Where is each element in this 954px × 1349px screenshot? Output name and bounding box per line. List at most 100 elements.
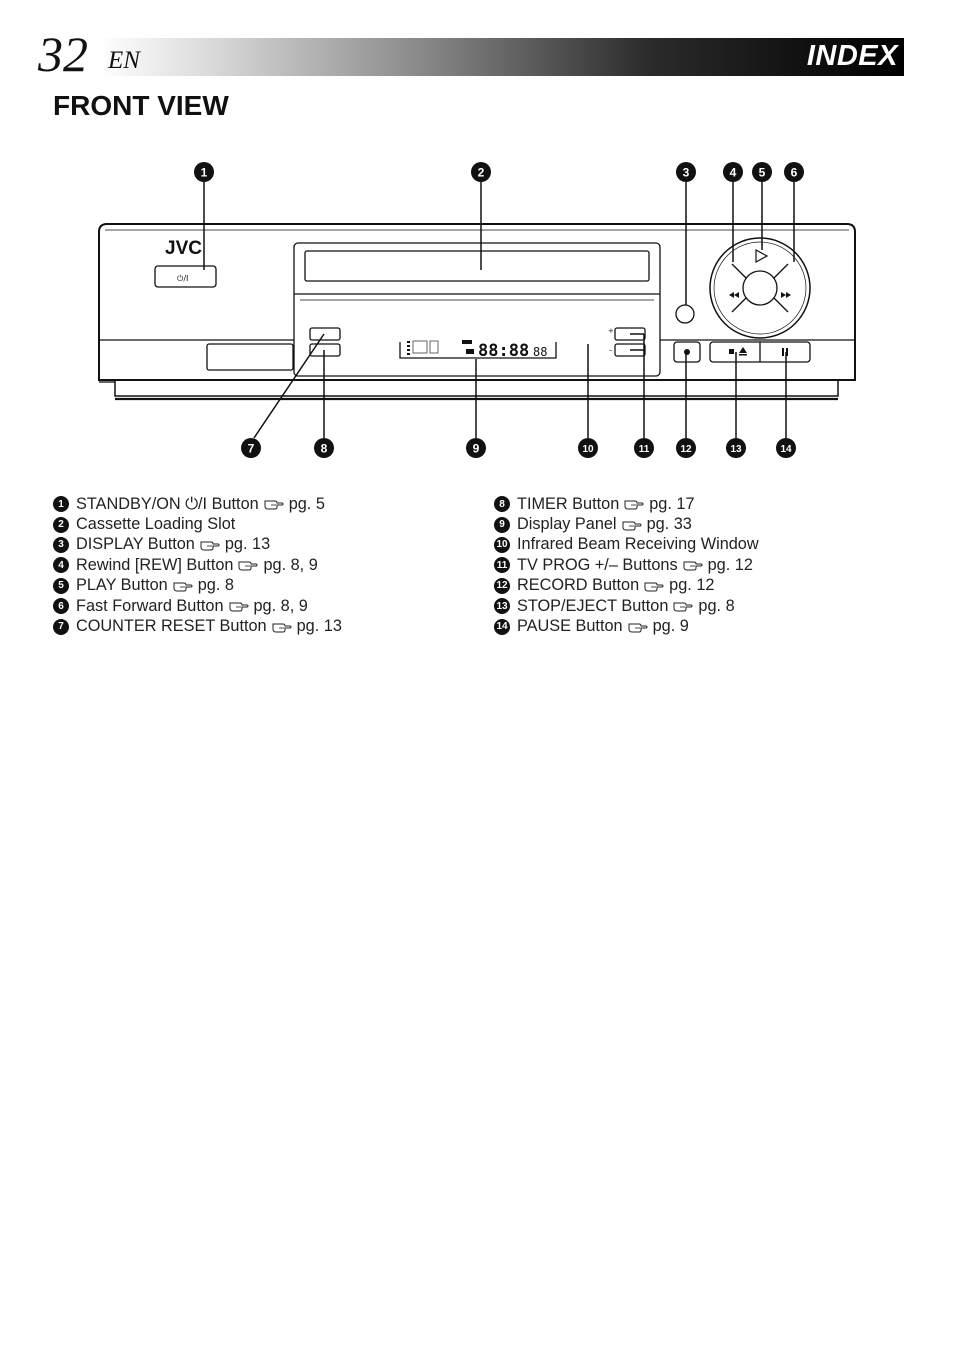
legend-item: 1 STANDBY/ON ⏻/I Button pg. 5 (53, 494, 342, 514)
page-reference: pg. 17 (649, 494, 695, 513)
legend-number-badge: 12 (494, 577, 510, 594)
svg-text:12: 12 (680, 444, 692, 455)
svg-text:2: 2 (478, 166, 485, 180)
legend-text: PAUSE Button (517, 617, 623, 636)
section-title: INDEX (806, 40, 898, 72)
callout-10: 10 (578, 438, 598, 458)
callout-9: 9 (466, 438, 486, 458)
legend-text: Fast Forward Button (76, 596, 224, 615)
legend-item: 12 RECORD Button pg. 12 (494, 576, 764, 596)
page-language: EN (108, 47, 140, 74)
brand-logo: JVC (165, 238, 202, 259)
pointing-hand-icon (628, 621, 648, 633)
callout-14: 14 (776, 438, 796, 458)
legend-number-badge: 6 (53, 598, 69, 615)
svg-text:7: 7 (248, 442, 255, 456)
svg-text:13: 13 (730, 444, 742, 455)
prog-plus-label: + (608, 327, 614, 335)
callout-5: 5 (752, 162, 772, 182)
svg-text:4: 4 (730, 166, 737, 180)
legend-text: STANDBY/ON ⏻/I Button (76, 494, 259, 513)
callout-11: 11 (634, 438, 654, 458)
page-reference: pg. 5 (288, 494, 325, 513)
pointing-hand-icon (238, 559, 258, 571)
page-reference: pg. 9 (652, 617, 689, 636)
callout-lines (203, 182, 795, 439)
legend-number-badge: 3 (53, 536, 69, 553)
legend-text: RECORD Button (517, 576, 640, 595)
page-number: 32 (38, 26, 88, 82)
legend-text: PLAY Button (76, 576, 168, 595)
callout-2: 2 (471, 162, 491, 182)
play-icon (755, 248, 769, 264)
display-digits: 88:88 (478, 341, 529, 361)
page-reference: pg. 8, 9 (263, 555, 318, 574)
legend-item: 13 STOP/EJECT Button pg. 8 (494, 596, 764, 616)
pointing-hand-icon (644, 580, 664, 592)
prog-minus-label: – (609, 346, 613, 354)
pointing-hand-icon (200, 539, 220, 551)
page-reference: pg. 12 (707, 555, 753, 574)
svg-text:11: 11 (639, 444, 650, 455)
svg-text:8: 8 (321, 442, 328, 456)
legend-number-badge: 10 (494, 536, 510, 553)
legend-text: STOP/EJECT Button (517, 596, 669, 615)
legend-number-badge: 14 (494, 618, 510, 635)
legend-item: 9 Display Panel pg. 33 (494, 514, 764, 534)
legend-text: COUNTER RESET Button (76, 617, 267, 636)
legend-left: 1 STANDBY/ON ⏻/I Button pg. 5 2 Cassette Loa… (53, 494, 342, 637)
svg-text:14: 14 (780, 444, 792, 455)
callout-12: 12 (676, 438, 696, 458)
legend-text: TIMER Button (517, 494, 620, 513)
legend-number-badge: 2 (53, 516, 69, 533)
legend-number-badge: 7 (53, 618, 69, 635)
page-reference: pg. 8, 9 (253, 596, 308, 615)
svg-text:10: 10 (582, 444, 594, 455)
svg-text:5: 5 (759, 166, 766, 180)
header-gradient-bar (100, 38, 904, 76)
pointing-hand-icon (683, 559, 703, 571)
svg-text:6: 6 (791, 166, 798, 180)
legend-text: Cassette Loading Slot (76, 515, 236, 534)
legend-number-badge: 9 (494, 516, 510, 533)
standby-symbol: ⏻/I (177, 274, 188, 283)
vcr-body (98, 223, 856, 401)
legend-number-badge: 1 (53, 496, 69, 513)
callout-4: 4 (723, 162, 743, 182)
pause-icon (782, 348, 788, 356)
callout-1: 1 (194, 162, 214, 182)
page-reference: pg. 12 (669, 576, 715, 595)
pointing-hand-icon (264, 498, 284, 510)
legend-item: 11 TV PROG +/– Buttons pg. 12 (494, 555, 764, 575)
svg-text:9: 9 (473, 442, 480, 456)
record-icon (684, 349, 690, 355)
pointing-hand-icon (173, 580, 193, 592)
page-reference: pg. 13 (224, 535, 271, 554)
svg-text:1: 1 (201, 166, 208, 180)
callout-3: 3 (676, 162, 696, 182)
stop-eject-icon (729, 347, 747, 356)
vcr-illustration: JVC ⏻/I 88:88 88 + – 1 (98, 162, 856, 458)
legend-text: TV PROG +/– Buttons (517, 555, 678, 574)
pointing-hand-icon (229, 600, 249, 612)
rewind-icon (729, 292, 739, 298)
legend-number-badge: 5 (53, 577, 69, 594)
pointing-hand-icon (673, 600, 693, 612)
page-reference: pg. 8 (698, 596, 735, 615)
legend-number-badge: 11 (494, 557, 510, 574)
page-reference: pg. 33 (646, 515, 692, 534)
pointing-hand-icon (624, 498, 644, 510)
legend-number-badge: 13 (494, 598, 510, 615)
legend-text: Display Panel (517, 515, 617, 534)
pointing-hand-icon (622, 519, 642, 531)
callout-13: 13 (726, 438, 746, 458)
fast-forward-icon (781, 292, 791, 298)
display-indicator-icons (407, 340, 474, 355)
